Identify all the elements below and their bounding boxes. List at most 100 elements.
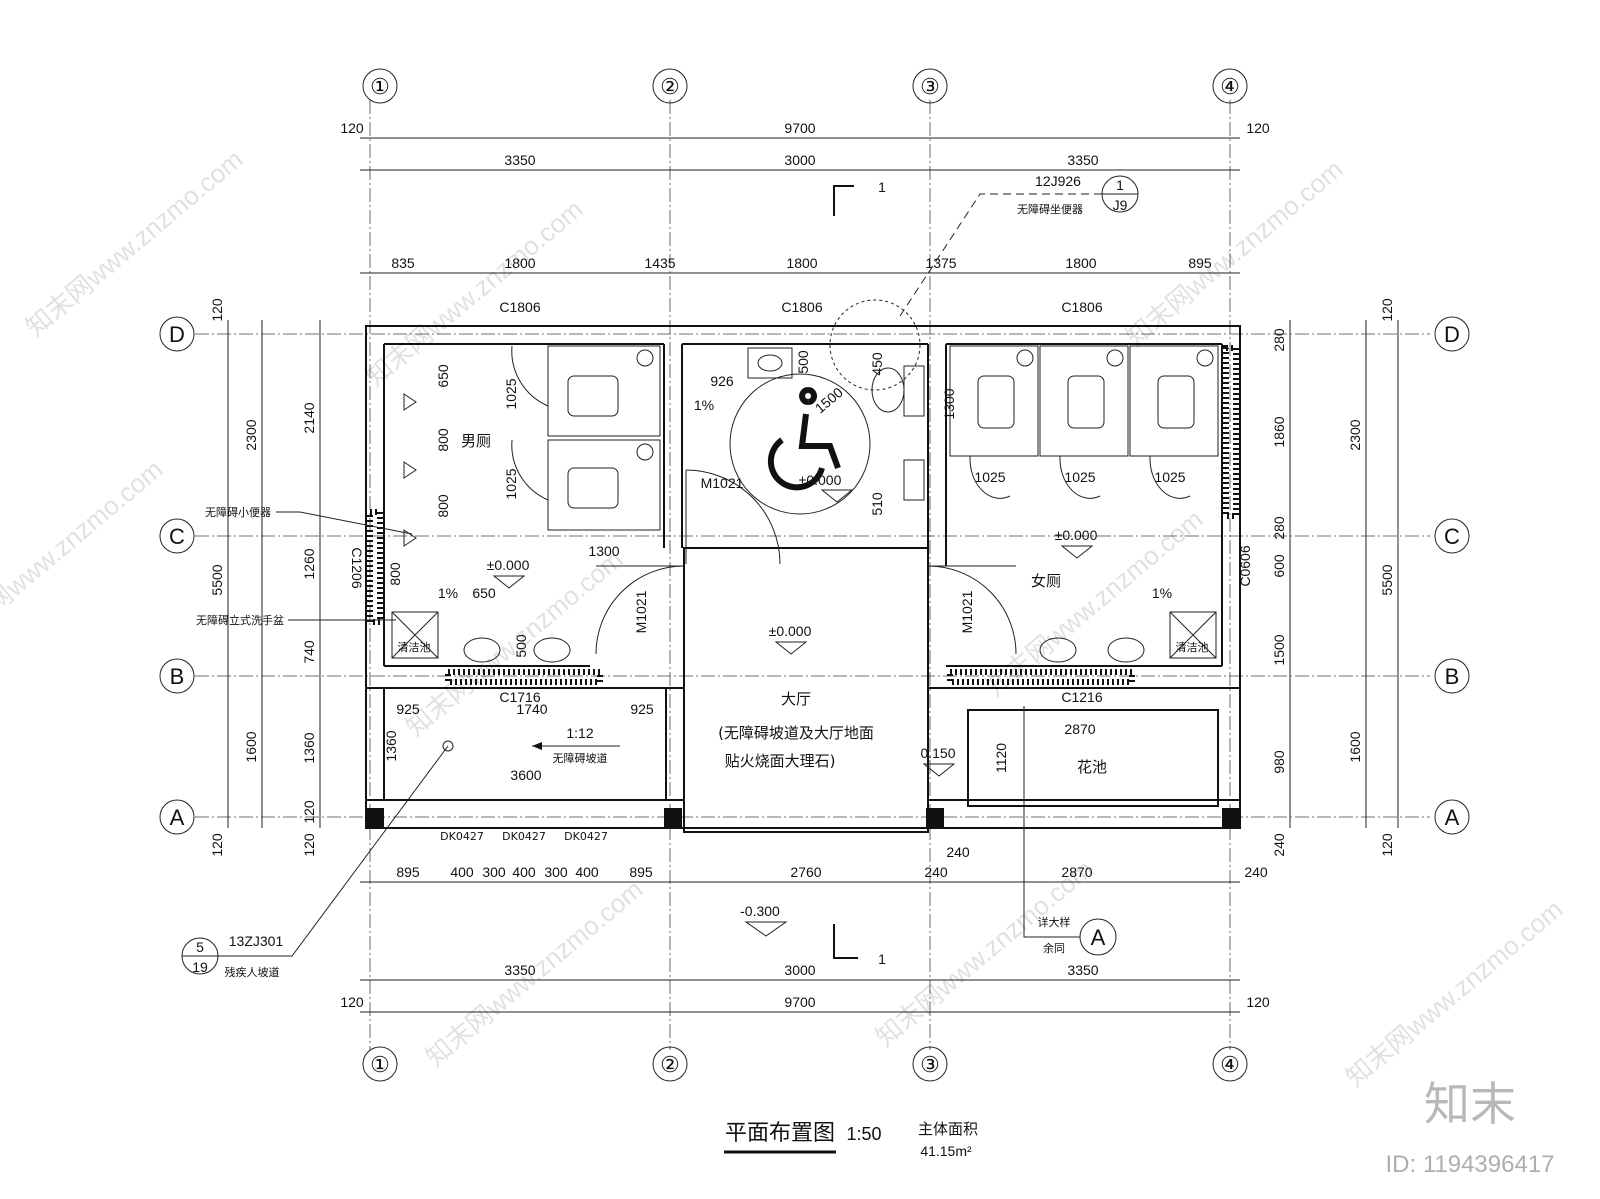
svg-text:2300: 2300 bbox=[1347, 419, 1363, 450]
wheelchair-icon bbox=[767, 387, 841, 491]
svg-text:3350: 3350 bbox=[504, 962, 535, 978]
svg-text:400: 400 bbox=[512, 864, 536, 880]
svg-text:④: ④ bbox=[1220, 1052, 1240, 1077]
svg-text:1600: 1600 bbox=[1347, 731, 1363, 762]
svg-text:3000: 3000 bbox=[784, 152, 815, 168]
callout-accessible-toilet: 12J926 无障碍坐便器 1 J9 bbox=[899, 173, 1139, 317]
men-toilet-fixtures bbox=[391, 345, 661, 663]
svg-text:925: 925 bbox=[630, 701, 654, 717]
svg-text:926: 926 bbox=[710, 373, 734, 389]
svg-text:±0.000: ±0.000 bbox=[769, 623, 812, 639]
hall-note-line-2: 贴火烧面大理石) bbox=[725, 752, 836, 770]
svg-text:3000: 3000 bbox=[784, 962, 815, 978]
window-label-women-bottom: C1216 bbox=[1061, 689, 1102, 705]
axis-col-1-bottom: ① bbox=[362, 1046, 398, 1082]
svg-text:650: 650 bbox=[435, 364, 451, 388]
svg-text:A: A bbox=[1445, 805, 1460, 830]
svg-text:1025: 1025 bbox=[974, 469, 1005, 485]
axis-row-B-left: B bbox=[159, 658, 195, 694]
svg-text:B: B bbox=[170, 664, 185, 689]
callout-ramp: 5 19 13ZJ301 残疾人坡道 bbox=[181, 745, 449, 979]
svg-text:13ZJ301: 13ZJ301 bbox=[229, 933, 284, 949]
svg-text:120: 120 bbox=[1246, 120, 1270, 136]
svg-text:1500: 1500 bbox=[812, 384, 846, 416]
svg-text:1800: 1800 bbox=[1065, 255, 1096, 271]
svg-text:3350: 3350 bbox=[504, 152, 535, 168]
svg-text:无障碍立式洗手盆: 无障碍立式洗手盆 bbox=[196, 613, 284, 627]
axis-col-4-top: ④ bbox=[1212, 68, 1248, 104]
svg-text:120: 120 bbox=[1246, 994, 1270, 1010]
svg-text:③: ③ bbox=[920, 1052, 940, 1077]
svg-text:800: 800 bbox=[435, 428, 451, 452]
svg-text:280: 280 bbox=[1271, 516, 1287, 540]
room-label-hall: 大厅 bbox=[781, 690, 811, 708]
svg-text:400: 400 bbox=[575, 864, 599, 880]
door-label-women: M1021 bbox=[959, 590, 975, 633]
svg-text:510: 510 bbox=[869, 492, 885, 516]
door-label-men: M1021 bbox=[633, 590, 649, 633]
svg-text:知末网www.znzmo.com: 知末网www.znzmo.com bbox=[400, 544, 628, 742]
svg-text:12J926: 12J926 bbox=[1035, 173, 1081, 189]
dimension-bottom: 895 400 300 400 300 400 895 2760 240 240… bbox=[340, 844, 1270, 1013]
axis-row-A-left: A bbox=[159, 799, 195, 835]
svg-text:1300: 1300 bbox=[588, 543, 619, 559]
svg-text:9700: 9700 bbox=[784, 994, 815, 1010]
svg-text:2140: 2140 bbox=[301, 402, 317, 433]
svg-text:980: 980 bbox=[1271, 750, 1287, 774]
svg-text:5500: 5500 bbox=[1379, 564, 1395, 595]
svg-text:无障碍坡道: 无障碍坡道 bbox=[553, 751, 608, 765]
svg-text:3350: 3350 bbox=[1067, 152, 1098, 168]
svg-text:1260: 1260 bbox=[301, 548, 317, 579]
svg-text:②: ② bbox=[660, 1052, 680, 1077]
svg-text:1%: 1% bbox=[438, 585, 458, 601]
svg-text:A: A bbox=[170, 805, 185, 830]
svg-text:120: 120 bbox=[301, 833, 317, 857]
axis-grid bbox=[195, 100, 1430, 1050]
svg-text:500: 500 bbox=[795, 350, 811, 374]
axis-row-A-right: A bbox=[1434, 799, 1470, 835]
door-label-accessible: M1021 bbox=[701, 475, 744, 491]
svg-text:1740: 1740 bbox=[516, 701, 547, 717]
svg-text:1: 1 bbox=[1116, 177, 1124, 193]
svg-text:925: 925 bbox=[396, 701, 420, 717]
svg-text:余同: 余同 bbox=[1043, 941, 1065, 955]
svg-text:1300: 1300 bbox=[941, 388, 957, 419]
slope-marks: 1% 1% 1% 1:12 无障碍坡道 bbox=[438, 397, 1172, 765]
svg-text:2760: 2760 bbox=[790, 864, 821, 880]
axis-bubbles: ① ② ③ ④ ① ② ③ ④ D C B A D C B A bbox=[159, 68, 1470, 1082]
svg-text:③: ③ bbox=[920, 74, 940, 99]
window-label-top-3: C1806 bbox=[1061, 299, 1102, 315]
window-label-right: C0606 bbox=[1237, 545, 1253, 586]
svg-text:3350: 3350 bbox=[1067, 962, 1098, 978]
axis-col-1-top: ① bbox=[362, 68, 398, 104]
svg-text:1: 1 bbox=[878, 951, 886, 967]
svg-text:120: 120 bbox=[209, 833, 225, 857]
svg-text:120: 120 bbox=[340, 994, 364, 1010]
svg-text:知末网www.znzmo.com: 知末网www.znzmo.com bbox=[360, 194, 588, 392]
svg-text:1435: 1435 bbox=[644, 255, 675, 271]
svg-text:1025: 1025 bbox=[503, 378, 519, 409]
dimension-right: 280 1860 280 600 1500 980 240 120 2300 5… bbox=[1271, 298, 1399, 857]
svg-text:895: 895 bbox=[629, 864, 653, 880]
area-label: 主体面积 bbox=[918, 1120, 978, 1138]
room-label-women: 女厕 bbox=[1031, 572, 1061, 590]
svg-text:无障碍坐便器: 无障碍坐便器 bbox=[1017, 202, 1083, 216]
svg-text:C: C bbox=[1444, 524, 1460, 549]
axis-row-C-right: C bbox=[1434, 518, 1470, 554]
building-walls bbox=[365, 325, 1241, 833]
svg-text:120: 120 bbox=[1379, 298, 1395, 322]
svg-text:2870: 2870 bbox=[1061, 864, 1092, 880]
svg-text:240: 240 bbox=[946, 844, 970, 860]
svg-text:1360: 1360 bbox=[301, 732, 317, 763]
svg-text:800: 800 bbox=[387, 562, 403, 586]
window-hatches bbox=[367, 345, 1239, 685]
svg-text:9700: 9700 bbox=[784, 120, 815, 136]
svg-text:895: 895 bbox=[1188, 255, 1212, 271]
svg-text:±0.000: ±0.000 bbox=[1055, 527, 1098, 543]
svg-text:120: 120 bbox=[340, 120, 364, 136]
axis-row-C-left: C bbox=[159, 518, 195, 554]
drawing-scale: 1:50 bbox=[846, 1124, 881, 1144]
svg-text:1800: 1800 bbox=[786, 255, 817, 271]
svg-text:240: 240 bbox=[1244, 864, 1268, 880]
svg-text:J9: J9 bbox=[1113, 197, 1128, 213]
